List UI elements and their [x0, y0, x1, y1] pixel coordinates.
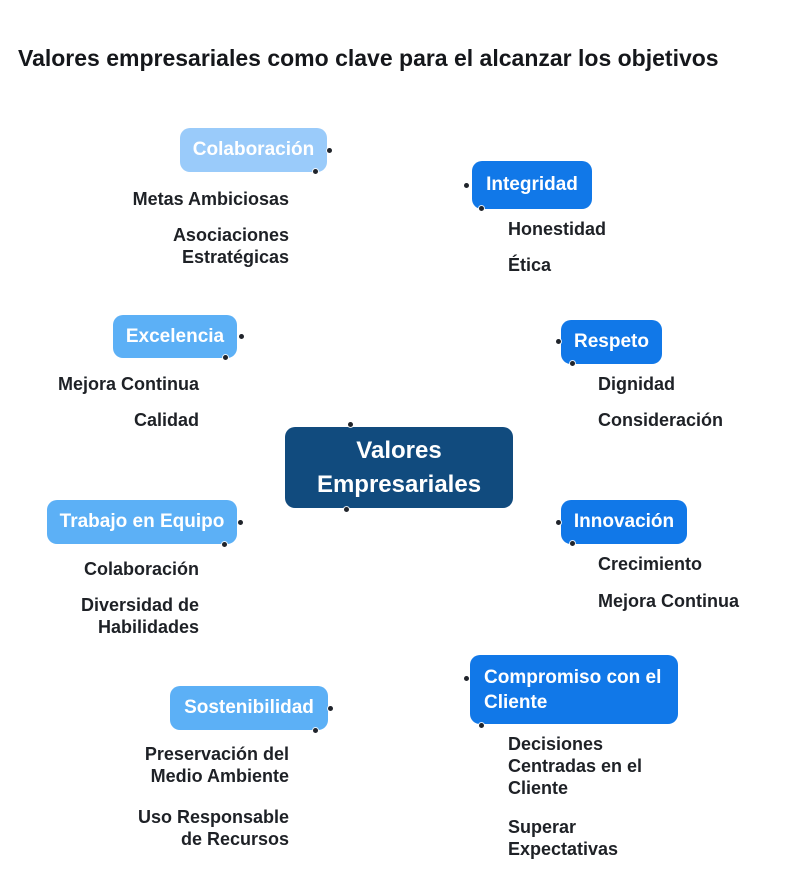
mindmap-node-sostenibilidad[interactable]: Sostenibilidad — [170, 686, 328, 730]
mindmap-subnode[interactable]: Colaboración — [83, 559, 199, 579]
connector-dot — [238, 520, 243, 525]
mindmap-subnode[interactable]: Preservación del Medio Ambiente — [144, 744, 289, 786]
mindmap-subnode[interactable]: Ética — [508, 255, 552, 275]
mindmap-subnode[interactable]: Diversidad de Habilidades — [80, 595, 199, 637]
connector-dot — [327, 148, 332, 153]
mindmap-subnode[interactable]: Mejora Continua — [57, 374, 199, 394]
mindmap-node-innovacion[interactable]: Innovación — [561, 500, 687, 544]
mindmap-subnode[interactable]: Honestidad — [508, 219, 607, 239]
mindmap-title: Valores empresariales como clave para el… — [18, 45, 719, 71]
mindmap-subnode[interactable]: Uso Responsable de Recursos — [137, 807, 289, 849]
mindmap-node-colaboracion[interactable]: Colaboración — [180, 128, 327, 172]
connector-dot — [313, 169, 318, 174]
connector-dot — [239, 334, 244, 339]
mindmap-subnode[interactable]: Consideración — [598, 410, 724, 430]
connector-dot — [313, 728, 318, 733]
mindmap-node-respeto[interactable]: Respeto — [561, 320, 662, 364]
mindmap-root-node[interactable]: Valores Empresariales — [285, 427, 513, 508]
mindmap-node-integridad[interactable]: Integridad — [472, 161, 592, 209]
connector-dot — [556, 520, 561, 525]
connector-dot — [570, 541, 575, 546]
connector-dot — [222, 542, 227, 547]
mindmap-subnode[interactable]: Asociaciones Estratégicas — [172, 225, 289, 267]
connector-dot — [556, 339, 561, 344]
mindmap-subnode[interactable]: Metas Ambiciosas — [132, 189, 289, 209]
connector-dot — [479, 723, 484, 728]
mindmap-node-trabajo-en-equipo[interactable]: Trabajo en Equipo — [47, 500, 237, 544]
mindmap-subnode[interactable]: Mejora Continua — [598, 591, 740, 611]
mindmap-subnode[interactable]: Superar Expectativas — [508, 817, 619, 859]
mindmap-subnode[interactable]: Decisiones Centradas en el Cliente — [508, 734, 643, 798]
mindmap-node-excelencia[interactable]: Excelencia — [113, 315, 237, 358]
connector-dot — [348, 422, 353, 427]
mindmap-subnode[interactable]: Dignidad — [598, 374, 675, 394]
mindmap-subnode[interactable]: Crecimiento — [598, 554, 703, 574]
connector-dot — [223, 355, 228, 360]
connector-dot — [570, 361, 575, 366]
connector-dot — [328, 706, 333, 711]
connector-dot — [479, 206, 484, 211]
mindmap-subnode[interactable]: Calidad — [133, 410, 199, 430]
connector-dot — [464, 183, 469, 188]
connector-dot — [344, 507, 349, 512]
mindmap-node-compromiso-cliente[interactable]: Compromiso con el Cliente — [470, 655, 678, 724]
connector-dot — [464, 676, 469, 681]
